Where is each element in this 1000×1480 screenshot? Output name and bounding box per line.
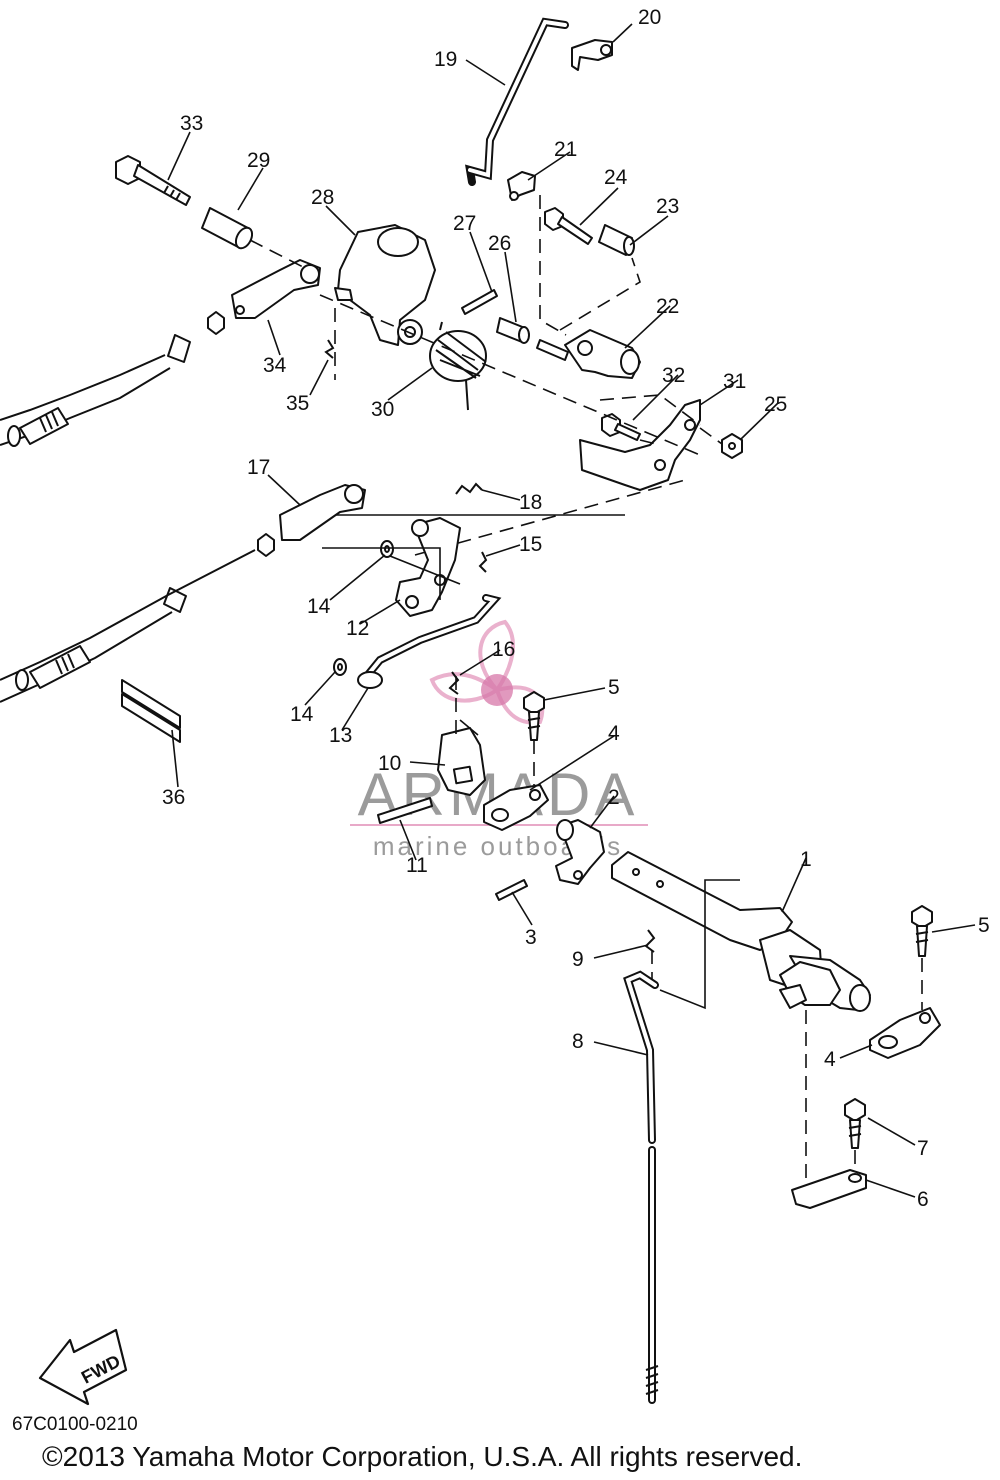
part-3-pin [495,879,528,901]
part-26-collar [496,317,530,344]
propeller-logo-icon [429,619,545,725]
part-34-joint [231,259,321,319]
copyright-notice: ©2013 Yamaha Motor Corporation, U.S.A. A… [42,1441,802,1472]
callout-22: 22 [656,295,679,318]
part-36-label [121,679,181,743]
callout-3: 3 [525,926,537,949]
fwd-arrow-icon: FWD [38,1328,128,1406]
callout-4-lower: 4 [824,1048,836,1071]
callout-11: 11 [406,854,428,877]
part-16-clip [448,671,460,695]
callout-2: 2 [608,786,620,809]
callout-31: 31 [723,370,746,393]
callout-33: 33 [180,112,203,135]
callout-32: 32 [662,364,685,387]
callout-10: 10 [378,752,401,775]
callout-26: 26 [488,232,511,255]
part-22-lever [536,329,641,379]
part-21-clip [507,171,536,201]
callout-1: 1 [800,848,812,871]
part-5-bolt-b [911,905,933,957]
part-4-clamp-a [483,784,549,831]
callout-21: 21 [554,138,577,161]
callout-27: 27 [453,212,476,235]
part-8-rod [623,970,659,1404]
callout-4-upper: 4 [608,722,620,745]
part-17-joint [279,484,366,541]
part-nut-middle [257,533,275,557]
part-1-clamp [779,961,841,1009]
part-20-clip [571,39,613,71]
part-23-collar [598,224,635,256]
callout-5-lower: 5 [978,914,990,937]
callout-19: 19 [434,48,457,71]
part-4-clamp-b [869,1007,941,1059]
lower-guide-lines [651,879,923,1180]
part-25-nut [721,433,743,459]
part-5-bolt-a [523,691,545,741]
callout-5-upper: 5 [608,676,620,699]
part-15-clip [478,551,488,573]
part-24-bolt [544,207,593,245]
upper-guide-lines [249,195,723,556]
leader-lines [167,23,976,1198]
part-33-bolt [115,155,191,206]
part-12-lever [395,517,461,617]
callout-18: 18 [519,491,542,514]
cable-upper [0,334,191,447]
middle-guide-lines [322,547,535,785]
callout-16: 16 [492,638,515,661]
part-nut-upper [207,311,225,335]
part-18-pin [455,482,483,495]
callout-36: 36 [162,786,185,809]
callout-35: 35 [286,392,309,415]
callout-14-lower: 14 [290,703,314,726]
cable-middle [0,549,256,703]
part-13-link-rod [357,594,502,689]
part-31-plate [579,399,701,491]
part-29-collar [201,207,254,250]
callout-30: 30 [371,398,394,421]
part-35-pin [324,339,335,359]
part-14-washer-a [380,540,394,558]
part-2-lever [555,819,605,885]
callout-14-upper: 14 [307,595,331,618]
callout-17: 17 [247,456,270,479]
callout-6: 6 [917,1188,929,1211]
part-11-pin [377,797,433,824]
callout-29: 29 [247,149,270,172]
callout-9: 9 [572,948,584,971]
part-10-lever [437,727,486,796]
callout-23: 23 [656,195,679,218]
part-9-pin [644,929,656,953]
callout-34: 34 [263,354,287,377]
callout-labels: 20 19 33 29 21 28 24 23 27 26 22 34 32 3… [162,6,990,1211]
part-7-bolt [844,1098,866,1149]
part-27-pin [461,289,498,315]
part-14-washer-b [333,658,347,676]
callout-7: 7 [917,1137,929,1160]
callout-8: 8 [572,1030,584,1053]
callout-24: 24 [604,166,628,189]
callout-25: 25 [764,393,787,416]
callout-12: 12 [346,617,369,640]
diagram-code: 67C0100-0210 [12,1414,138,1435]
part-30-spring [429,321,487,411]
callout-20: 20 [638,6,661,29]
callout-28: 28 [311,186,334,209]
part-6-plate [791,1169,867,1209]
callout-15: 15 [519,533,542,556]
part-28-bracket [334,224,436,346]
callout-13: 13 [329,724,352,747]
part-19-rod [465,17,569,186]
